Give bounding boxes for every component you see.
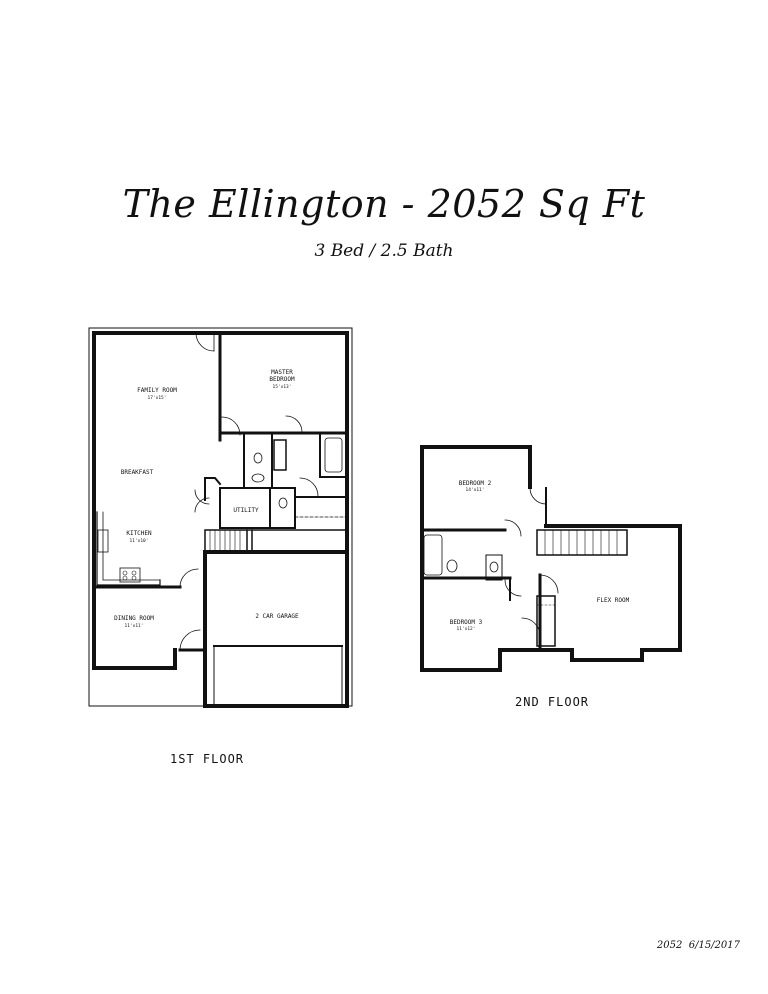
first-floor-room-labels: FAMILY ROOM 17'x15' MASTER BEDROOM 15'x1…: [114, 369, 299, 629]
room-bedroom-3-dim: 11'x12': [457, 626, 476, 632]
room-master-line1: MASTER: [271, 369, 293, 376]
room-garage: 2 CAR GARAGE: [255, 613, 299, 620]
room-bedroom-2-dim: 14'x11': [466, 487, 485, 493]
second-floor-room-labels: BEDROOM 2 14'x11' BEDROOM 3 11'x12' FLEX…: [450, 480, 630, 632]
room-bedroom-3: BEDROOM 3: [450, 619, 483, 626]
room-utility: UTILITY: [233, 507, 259, 514]
room-kitchen-dim: 11'x10': [130, 538, 149, 544]
second-floor-plan: [420, 445, 682, 672]
room-dining-room: DINING ROOM: [114, 615, 154, 622]
room-bedroom-2: BEDROOM 2: [459, 480, 492, 487]
plan-subtitle: 3 Bed / 2.5 Bath: [314, 241, 454, 261]
footer-code: 2052: [656, 940, 683, 951]
room-kitchen: KITCHEN: [126, 530, 152, 537]
room-breakfast: BREAKFAST: [121, 469, 154, 476]
room-master-line2: BEDROOM: [269, 376, 295, 383]
room-dining-room-dim: 11'x11': [125, 623, 144, 629]
footer-date: 6/15/2017: [688, 940, 740, 951]
second-floor-label: 2ND FLOOR: [515, 695, 590, 709]
room-family-room: FAMILY ROOM: [137, 387, 177, 394]
first-floor-label: 1ST FLOOR: [170, 752, 245, 766]
room-master-dim: 15'x13': [273, 384, 292, 390]
first-floor-plan: [88, 327, 353, 708]
room-family-room-dim: 17'x15': [148, 395, 167, 401]
footer-stamp: 2052 6/15/2017: [657, 940, 740, 951]
plan-title: The Ellington - 2052 Sq Ft: [122, 182, 646, 226]
room-flex-room: FLEX ROOM: [597, 597, 630, 604]
